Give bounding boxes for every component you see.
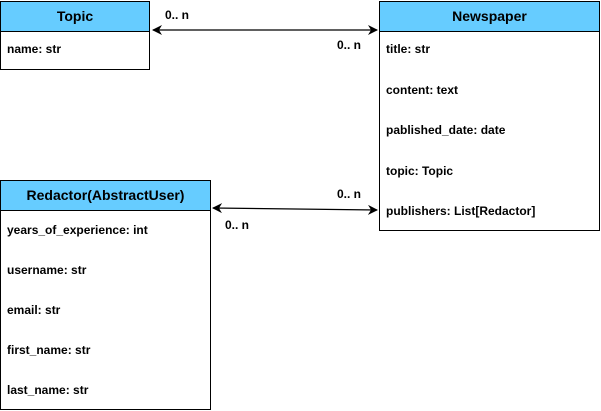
redactor-entity-title: Redactor(AbstractUser) [1, 181, 210, 211]
topic-side-multiplicity: 0.. n [165, 8, 190, 22]
topic-entity[interactable]: Topic name: str [0, 1, 150, 70]
redactor-newspaper-connector[interactable] [212, 203, 378, 215]
redactor-field-years-of-experience: years_of_experience: int [7, 223, 148, 237]
redactor-field-username: username: str [7, 263, 87, 277]
newspaper-field-title: title: str [386, 42, 431, 56]
newspaper-field-published-date: pablished_date: date [386, 123, 506, 137]
redactor-field-first-name: first_name: str [7, 343, 91, 357]
newspaper-field-content: content: text [386, 83, 458, 97]
newspaper-field-topic: topic: Topic [386, 164, 454, 178]
newspaper-side-multiplicity-topic: 0.. n [337, 38, 362, 52]
redactor-side-multiplicity: 0.. n [225, 218, 250, 232]
newspaper-entity[interactable]: Newspaper title: str content: text pabli… [379, 1, 600, 231]
newspaper-field-publishers: publishers: List[Redactor] [386, 204, 536, 218]
newspaper-entity-title: Newspaper [380, 2, 599, 32]
newspaper-side-multiplicity-redactor: 0.. n [337, 187, 362, 201]
redactor-field-email: email: str [7, 303, 61, 317]
redactor-field-last-name: last_name: str [7, 383, 89, 397]
topic-field-name: name: str [7, 42, 62, 56]
redactor-entity[interactable]: Redactor(AbstractUser) years_of_experien… [0, 180, 211, 410]
topic-entity-title: Topic [1, 2, 149, 32]
